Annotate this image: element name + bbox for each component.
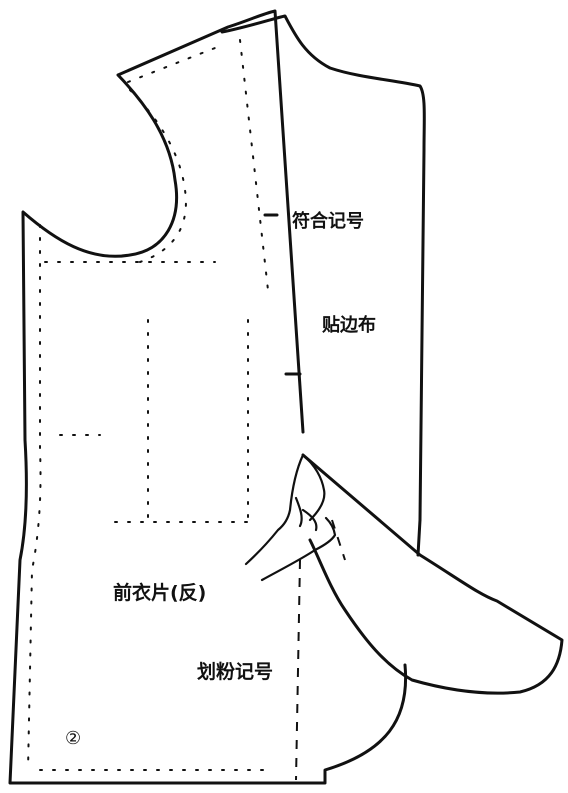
tack-shoulder xyxy=(127,47,216,83)
facing-outline xyxy=(220,14,426,557)
hand-outline xyxy=(244,453,337,582)
folded-facing-flap xyxy=(301,453,564,695)
tack-armhole xyxy=(129,89,187,263)
chalk-mark-label: 划粉记号 xyxy=(197,661,274,683)
chalk-mark-line-upper xyxy=(331,519,346,561)
notch-mark-label: 符合记号 xyxy=(292,211,364,232)
front-panel-outline xyxy=(8,9,408,785)
tack-front-edge xyxy=(239,39,269,291)
tack-side-seam xyxy=(27,224,42,771)
front-panel-label: 前衣片(反) xyxy=(113,582,207,604)
chalk-mark-line xyxy=(295,559,301,781)
facing-label: 贴边布 xyxy=(322,315,376,336)
step-number: ② xyxy=(65,728,82,749)
